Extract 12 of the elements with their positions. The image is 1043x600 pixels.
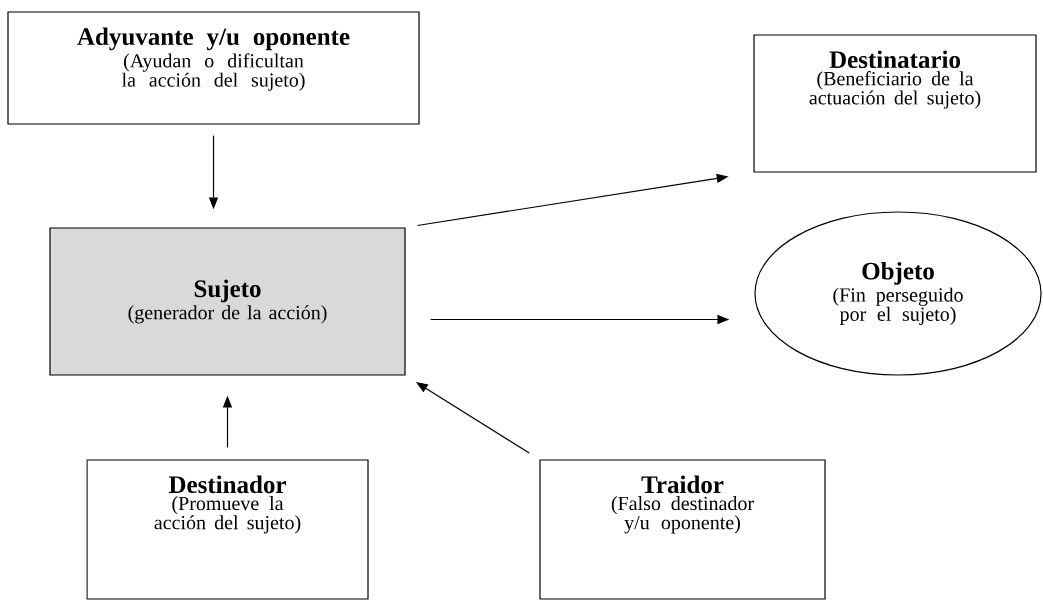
role-text: Objeto (Fin perseguido por el sujeto) [833,262,963,325]
role-text: Traidor (Falso destinador y/u oponente) [611,475,754,534]
role-text: Destinatario (Beneficiario de la actuación del sujeto) [809,50,981,109]
role-box [539,459,826,600]
role-text: Destinador (Promueve la acción del sujeto) [154,475,301,534]
object-ellipse [754,211,1042,376]
role-text: Sujeto (generador de la acción) [128,279,327,324]
role-box [7,11,420,125]
role-text: Adyuvante y/u oponente (Ayudan o dificultan la acción del sujeto) [77,27,350,91]
role-box [86,459,369,600]
role-box [753,34,1037,173]
subject-box [49,227,406,376]
